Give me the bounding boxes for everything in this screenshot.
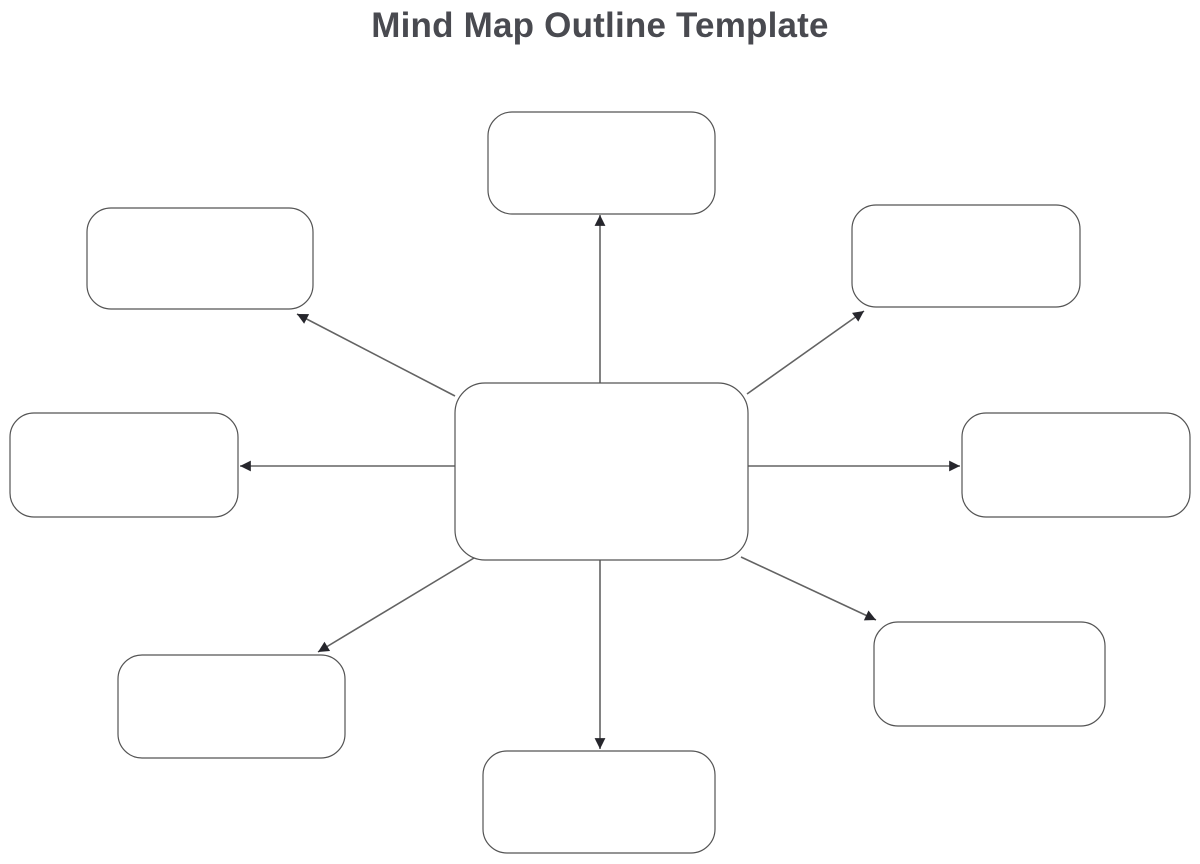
branch-bottom-right-box[interactable] bbox=[873, 621, 1106, 727]
node-branch-bottom-right[interactable] bbox=[873, 621, 1106, 727]
node-branch-bottom[interactable] bbox=[482, 750, 716, 854]
node-branch-top-left[interactable] bbox=[86, 207, 314, 310]
branch-bottom-left-box[interactable] bbox=[117, 654, 346, 759]
node-branch-right[interactable] bbox=[961, 412, 1191, 518]
branch-left-box[interactable] bbox=[9, 412, 239, 518]
central-topic-box[interactable] bbox=[454, 382, 749, 561]
branch-right-box[interactable] bbox=[961, 412, 1191, 518]
node-branch-bottom-left[interactable] bbox=[117, 654, 346, 759]
branch-bottom-box[interactable] bbox=[482, 750, 716, 854]
connector-group bbox=[240, 215, 960, 749]
connector-center-to-bottom-left bbox=[317, 557, 475, 653]
branch-top-box[interactable] bbox=[487, 111, 716, 215]
branch-top-left-box[interactable] bbox=[86, 207, 314, 310]
connector-center-to-top-left bbox=[296, 313, 456, 397]
branch-top-right-box[interactable] bbox=[851, 204, 1081, 308]
node-central-topic[interactable] bbox=[454, 382, 749, 561]
node-branch-top-right[interactable] bbox=[851, 204, 1081, 308]
node-branch-left[interactable] bbox=[9, 412, 239, 518]
page-title: Mind Map Outline Template bbox=[371, 6, 829, 45]
node-branch-top[interactable] bbox=[487, 111, 716, 215]
connector-center-to-top-right bbox=[746, 310, 865, 395]
connector-center-to-bottom-right bbox=[740, 556, 877, 621]
